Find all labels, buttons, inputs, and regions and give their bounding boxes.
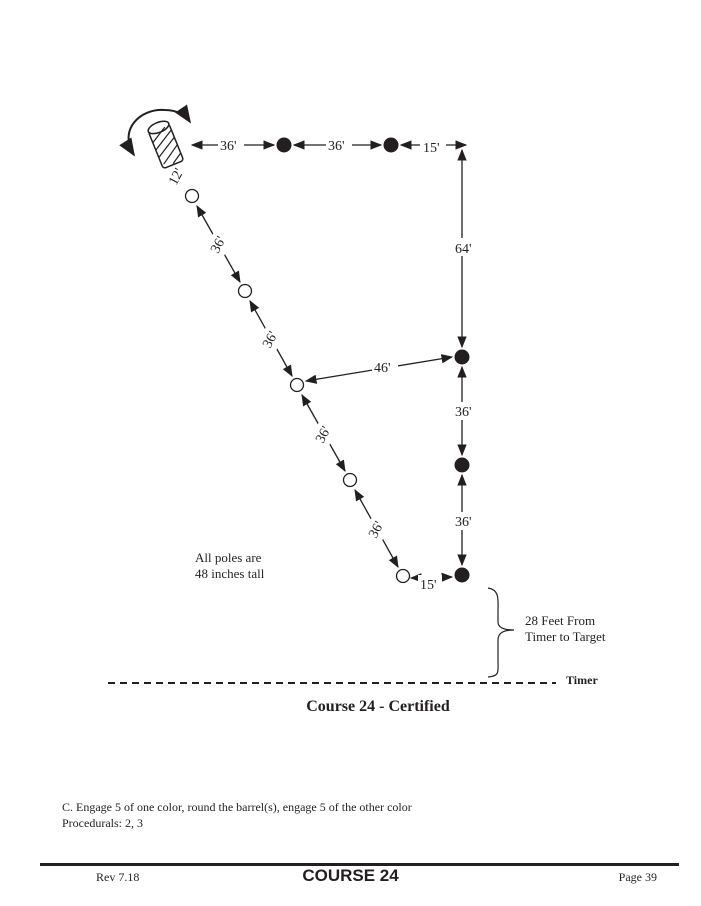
distance-label: 46' xyxy=(374,361,391,376)
poles-note: 48 inches tall xyxy=(195,566,265,581)
distance-label: 12' xyxy=(166,166,187,188)
white-target xyxy=(184,188,200,204)
timer-label: Timer xyxy=(566,673,598,687)
instructions-line: C. Engage 5 of one color, round the barr… xyxy=(62,800,412,814)
distance-label: 36' xyxy=(366,519,387,541)
timer-distance-note: Timer to Target xyxy=(525,629,606,644)
black-target xyxy=(276,137,292,153)
footer-page-number: Page 39 xyxy=(618,870,657,884)
footer-divider xyxy=(40,863,679,866)
black-target xyxy=(383,137,399,153)
poles-note: All poles are xyxy=(195,550,262,565)
black-target xyxy=(454,349,470,365)
distance-label: 36' xyxy=(220,139,237,154)
distance-label: 36' xyxy=(208,234,229,256)
distance-label: 64' xyxy=(455,242,472,257)
footer-course: COURSE 24 xyxy=(302,866,399,885)
distance-label: 36' xyxy=(328,139,345,154)
footer-revision: Rev 7.18 xyxy=(96,870,140,884)
distance-label: 36' xyxy=(455,405,472,420)
rotation-arrow-icon xyxy=(119,104,191,157)
brace-icon xyxy=(487,587,515,678)
timer-distance-note: 28 Feet From xyxy=(525,613,595,628)
procedurals-line: Procedurals: 2, 3 xyxy=(62,816,143,830)
distance-label: 15' xyxy=(423,141,440,156)
white-target xyxy=(342,472,358,488)
distance-label: 36' xyxy=(313,424,334,446)
course-title: Course 24 - Certified xyxy=(306,698,450,715)
white-target xyxy=(237,283,253,299)
distance-label: 36' xyxy=(455,515,472,530)
distance-label: 36' xyxy=(260,329,281,351)
white-target xyxy=(289,377,305,393)
black-target xyxy=(454,567,470,583)
barrel-icon xyxy=(147,120,184,169)
distance-label: 15' xyxy=(420,578,437,593)
white-target xyxy=(395,568,411,584)
black-target xyxy=(454,457,470,473)
